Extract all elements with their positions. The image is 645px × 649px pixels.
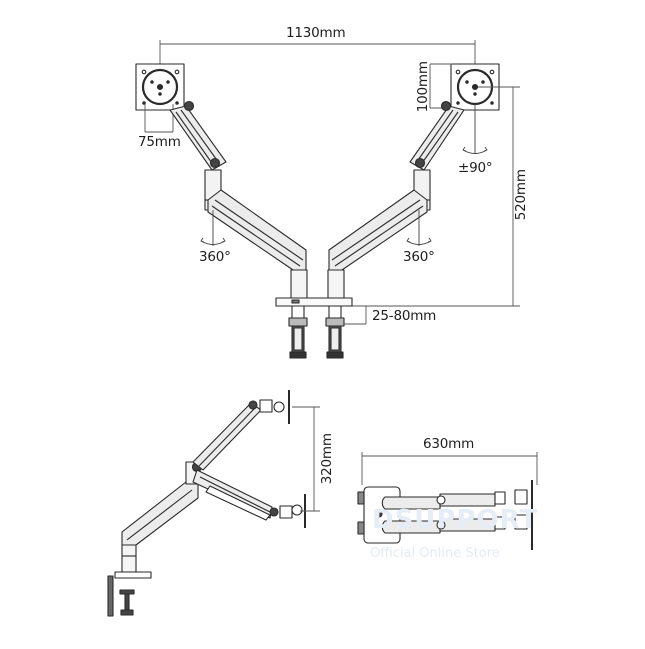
overall-width-label: 1130mm <box>286 25 346 41</box>
height-520-label: 520mm <box>512 169 529 221</box>
swivel-left-label: 360° <box>199 249 231 265</box>
right-upper-arm <box>409 100 465 171</box>
top-view-arms <box>357 480 533 550</box>
side-view-arm <box>107 390 306 617</box>
left-vesa-plate <box>135 63 185 111</box>
height-adjust-320-label: 320mm <box>318 433 335 485</box>
right-lower-arm <box>328 189 428 273</box>
left-upper-arm <box>169 100 227 171</box>
vesa-100-label: 100mm <box>414 61 431 113</box>
left-lower-arm <box>207 189 307 273</box>
desk-clamps <box>288 305 345 359</box>
swivel-right-label: 360° <box>403 249 435 265</box>
tilt-label: ±90° <box>458 160 493 176</box>
vesa-75-label: 75mm <box>138 134 181 150</box>
watermark-brand: DSUPPORT <box>372 505 539 535</box>
depth-630-label: 630mm <box>423 436 475 452</box>
watermark-subtitle: Official Online Store <box>370 546 500 561</box>
desk-thickness-label: 25-80mm <box>372 308 437 324</box>
base-posts <box>275 269 353 307</box>
